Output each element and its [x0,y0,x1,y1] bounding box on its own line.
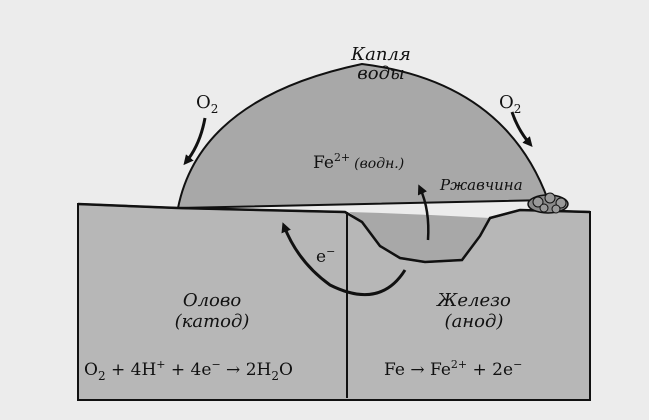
tin-label-line1: Олово [183,290,242,311]
iron-label-line2: (анод) [445,311,504,332]
oxygen-right-label: O2 [499,92,521,116]
iron-label-line1: Железо [435,290,511,311]
tin-label-line2: (катод) [175,311,250,332]
oxygen-left-label: O2 [196,92,218,116]
drop-label-line2: воды [357,63,404,84]
drop-label-line1: Капля [350,44,411,65]
rust-label: Ржавчина [439,176,523,194]
cathode-equation: O2 + 4H+ + 4e− → 2H2O [84,358,293,383]
